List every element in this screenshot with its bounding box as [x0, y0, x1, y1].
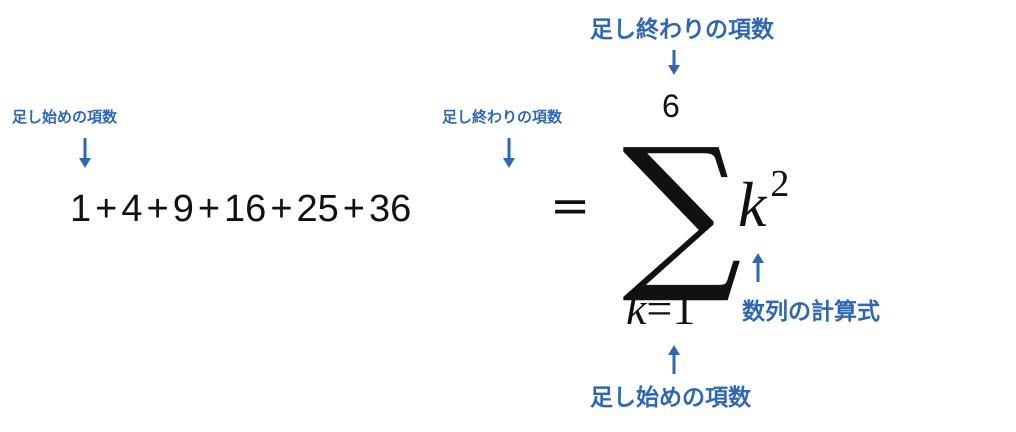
lower-variable: k — [626, 283, 647, 334]
sigma-lower-limit: k=1 — [626, 282, 695, 335]
series-term: 4 — [121, 188, 143, 230]
down-arrow-icon — [503, 138, 515, 168]
plus-operator: + — [197, 188, 221, 230]
up-arrow-icon — [752, 253, 764, 282]
plus-operator: + — [95, 188, 118, 230]
term-exponent: 2 — [770, 163, 790, 205]
sigma-symbol: ∑ — [622, 112, 742, 308]
series-term: 1 — [70, 188, 92, 230]
lower-equals: = — [646, 283, 673, 334]
start-term-annotation-large: 足し始めの項数 — [590, 385, 751, 411]
equals-sign: = — [550, 178, 591, 234]
term-variable: k — [738, 169, 767, 240]
series-term: 9 — [172, 188, 194, 230]
formula-annotation: 数列の計算式 — [742, 299, 880, 325]
lower-start: 1 — [672, 283, 696, 334]
expanded-series: 1+4+9+16+25+36 — [70, 188, 411, 231]
end-term-annotation-small: 足し終わりの項数 — [442, 108, 563, 126]
start-term-annotation-small: 足し始めの項数 — [12, 108, 118, 126]
series-term: 16 — [224, 188, 267, 230]
series-term: 25 — [296, 188, 339, 230]
series-term: 36 — [369, 188, 412, 230]
end-term-annotation-large: 足し終わりの項数 — [590, 17, 774, 43]
down-arrow-icon — [79, 138, 91, 168]
plus-operator: + — [342, 188, 365, 230]
plus-operator: + — [146, 188, 169, 230]
sigma-upper-limit: 6 — [662, 88, 680, 124]
up-arrow-icon — [668, 345, 680, 374]
plus-operator: + — [270, 188, 293, 230]
down-arrow-icon — [668, 50, 680, 75]
